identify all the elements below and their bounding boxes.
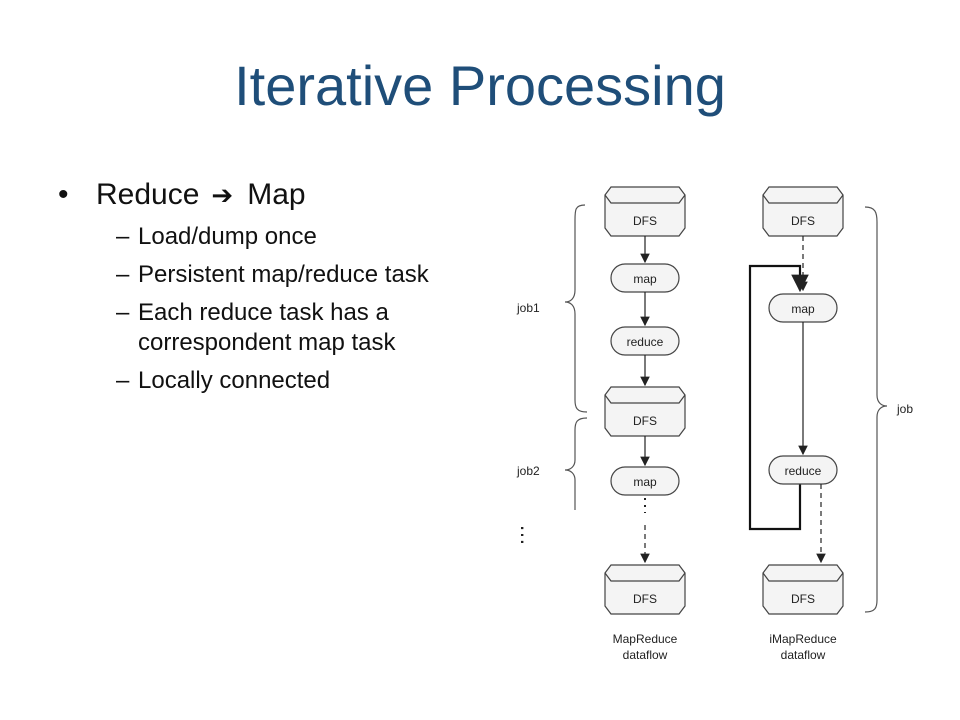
imr-map: map [768,293,838,323]
mr-caption-2: dataflow [623,648,668,662]
mr-reduce-1: reduce [610,326,680,356]
mr-caption-1: MapReduce [613,632,678,646]
svg-text:DFS: DFS [633,414,657,428]
svg-text:DFS: DFS [791,592,815,606]
dataflow-diagram: job1 job2 … DFS map reduce DFS map DFS M… [516,186,913,662]
imr-caption-2: dataflow [781,648,826,662]
mr-dfs-top: DFS [604,186,686,237]
job2-label: job2 [516,464,540,478]
job1-label: job1 [516,301,540,315]
job2-brace [564,417,588,510]
svg-text:DFS: DFS [633,592,657,606]
mr-dfs-mid: DFS [604,386,686,437]
main-bullet: • Reduce ➔ Map [58,178,498,212]
bullet-list: • Reduce ➔ Map –Load/dump once –Persiste… [58,178,498,404]
job-brace [864,206,888,613]
svg-text:DFS: DFS [791,214,815,228]
job1-brace [564,204,588,413]
svg-text:DFS: DFS [633,214,657,228]
imr-reduce: reduce [768,455,838,485]
sub-bullet-list: –Load/dump once –Persistent map/reduce t… [116,222,498,396]
svg-text:reduce: reduce [627,335,664,349]
svg-text:map: map [791,302,815,316]
bullet-marker: • [58,178,69,211]
sub-bullet: –Locally connected [116,367,331,394]
mr-map-2: map [610,466,680,496]
svg-text:map: map [633,272,657,286]
imr-caption-1: iMapReduce [769,632,837,646]
imr-dfs-bottom: DFS [762,564,844,615]
mr-dfs-bottom: DFS [604,564,686,615]
bullet-text-map: Map [247,178,306,211]
bullet-text-reduce: Reduce [96,178,200,211]
ellipsis-icon: … [516,524,541,546]
sub-bullet: –Each reduce task has a correspondent ma… [116,299,396,356]
job-label: job [896,402,913,416]
sub-bullet: –Load/dump once [116,223,317,250]
mr-map-1: map [610,263,680,293]
slide-title: Iterative Processing [234,54,726,117]
sub-bullet: –Persistent map/reduce task [116,261,429,288]
imr-dfs-top: DFS [762,186,844,237]
right-arrow-icon: ➔ [211,179,234,210]
svg-text:map: map [633,475,657,489]
svg-text:reduce: reduce [785,464,822,478]
